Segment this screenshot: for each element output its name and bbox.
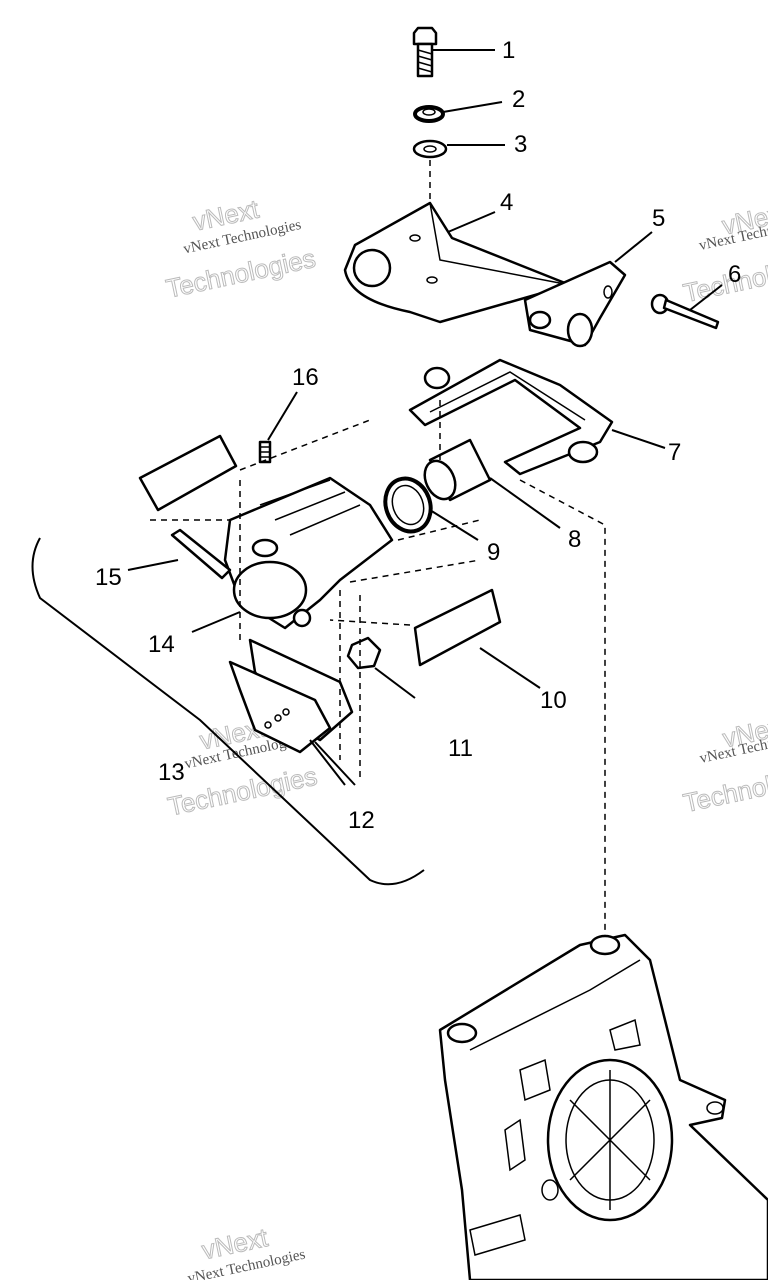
watermark-line3: Technologies: [681, 247, 768, 308]
callout-15: 15: [95, 564, 122, 591]
leader-lines: [127, 49, 723, 786]
callout-2: 2: [512, 86, 525, 113]
part-brake-line-fitting: [170, 528, 232, 580]
part-slide-pin-bracket: [523, 260, 627, 348]
callout-9: 9: [487, 539, 500, 566]
part-piston: [423, 438, 492, 502]
part-bolt: [412, 26, 438, 78]
callout-7: 7: [668, 439, 681, 466]
watermark-top-right: vNext vNext Technologies Technologies: [680, 197, 768, 309]
watermark-bottom-left: vNext vNext Technologies: [186, 1221, 307, 1280]
callout-8: 8: [568, 526, 581, 553]
part-nut: [346, 636, 416, 699]
callout-13: 13: [158, 759, 185, 786]
part-piston-housing: [232, 560, 308, 620]
callout-6: 6: [728, 261, 741, 288]
callout-16: 16: [292, 364, 319, 391]
callout-11: 11: [448, 735, 473, 762]
callout-1: 1: [502, 37, 515, 64]
part-mounting-bracket: [343, 201, 572, 324]
part-brake-pads: [228, 638, 354, 754]
part-screw: [650, 293, 720, 330]
part-shim-upper: [138, 434, 238, 512]
watermark-middle-right: vNext vNext Technologies Technologies: [680, 710, 768, 819]
watermark-line3: Technologies: [681, 757, 768, 818]
callout-labels: 1 2 3 4 5 6 7 8 9 10 11 12 13 14 15 16: [95, 37, 741, 834]
callout-12: 12: [348, 807, 375, 834]
assembly-bracket: [31, 537, 425, 886]
assembly-dashed-lines: [150, 400, 606, 940]
callout-4: 4: [500, 189, 513, 216]
part-shim-lower: [413, 588, 502, 667]
callout-3: 3: [514, 131, 527, 158]
part-caliper-body: [223, 476, 394, 630]
part-piston-seal: [383, 476, 433, 534]
callout-10: 10: [540, 687, 567, 714]
part-caliper-yoke: [408, 358, 614, 476]
part-bleeder-screw: [258, 440, 272, 464]
part-lock-washer: [413, 105, 445, 123]
part-flat-washer: [412, 139, 448, 159]
callout-14: 14: [148, 631, 175, 658]
callout-5: 5: [652, 205, 665, 232]
part-steering-knuckle: [438, 933, 768, 1280]
watermark-top-left: vNext vNext Technologies Technologies: [163, 193, 319, 304]
